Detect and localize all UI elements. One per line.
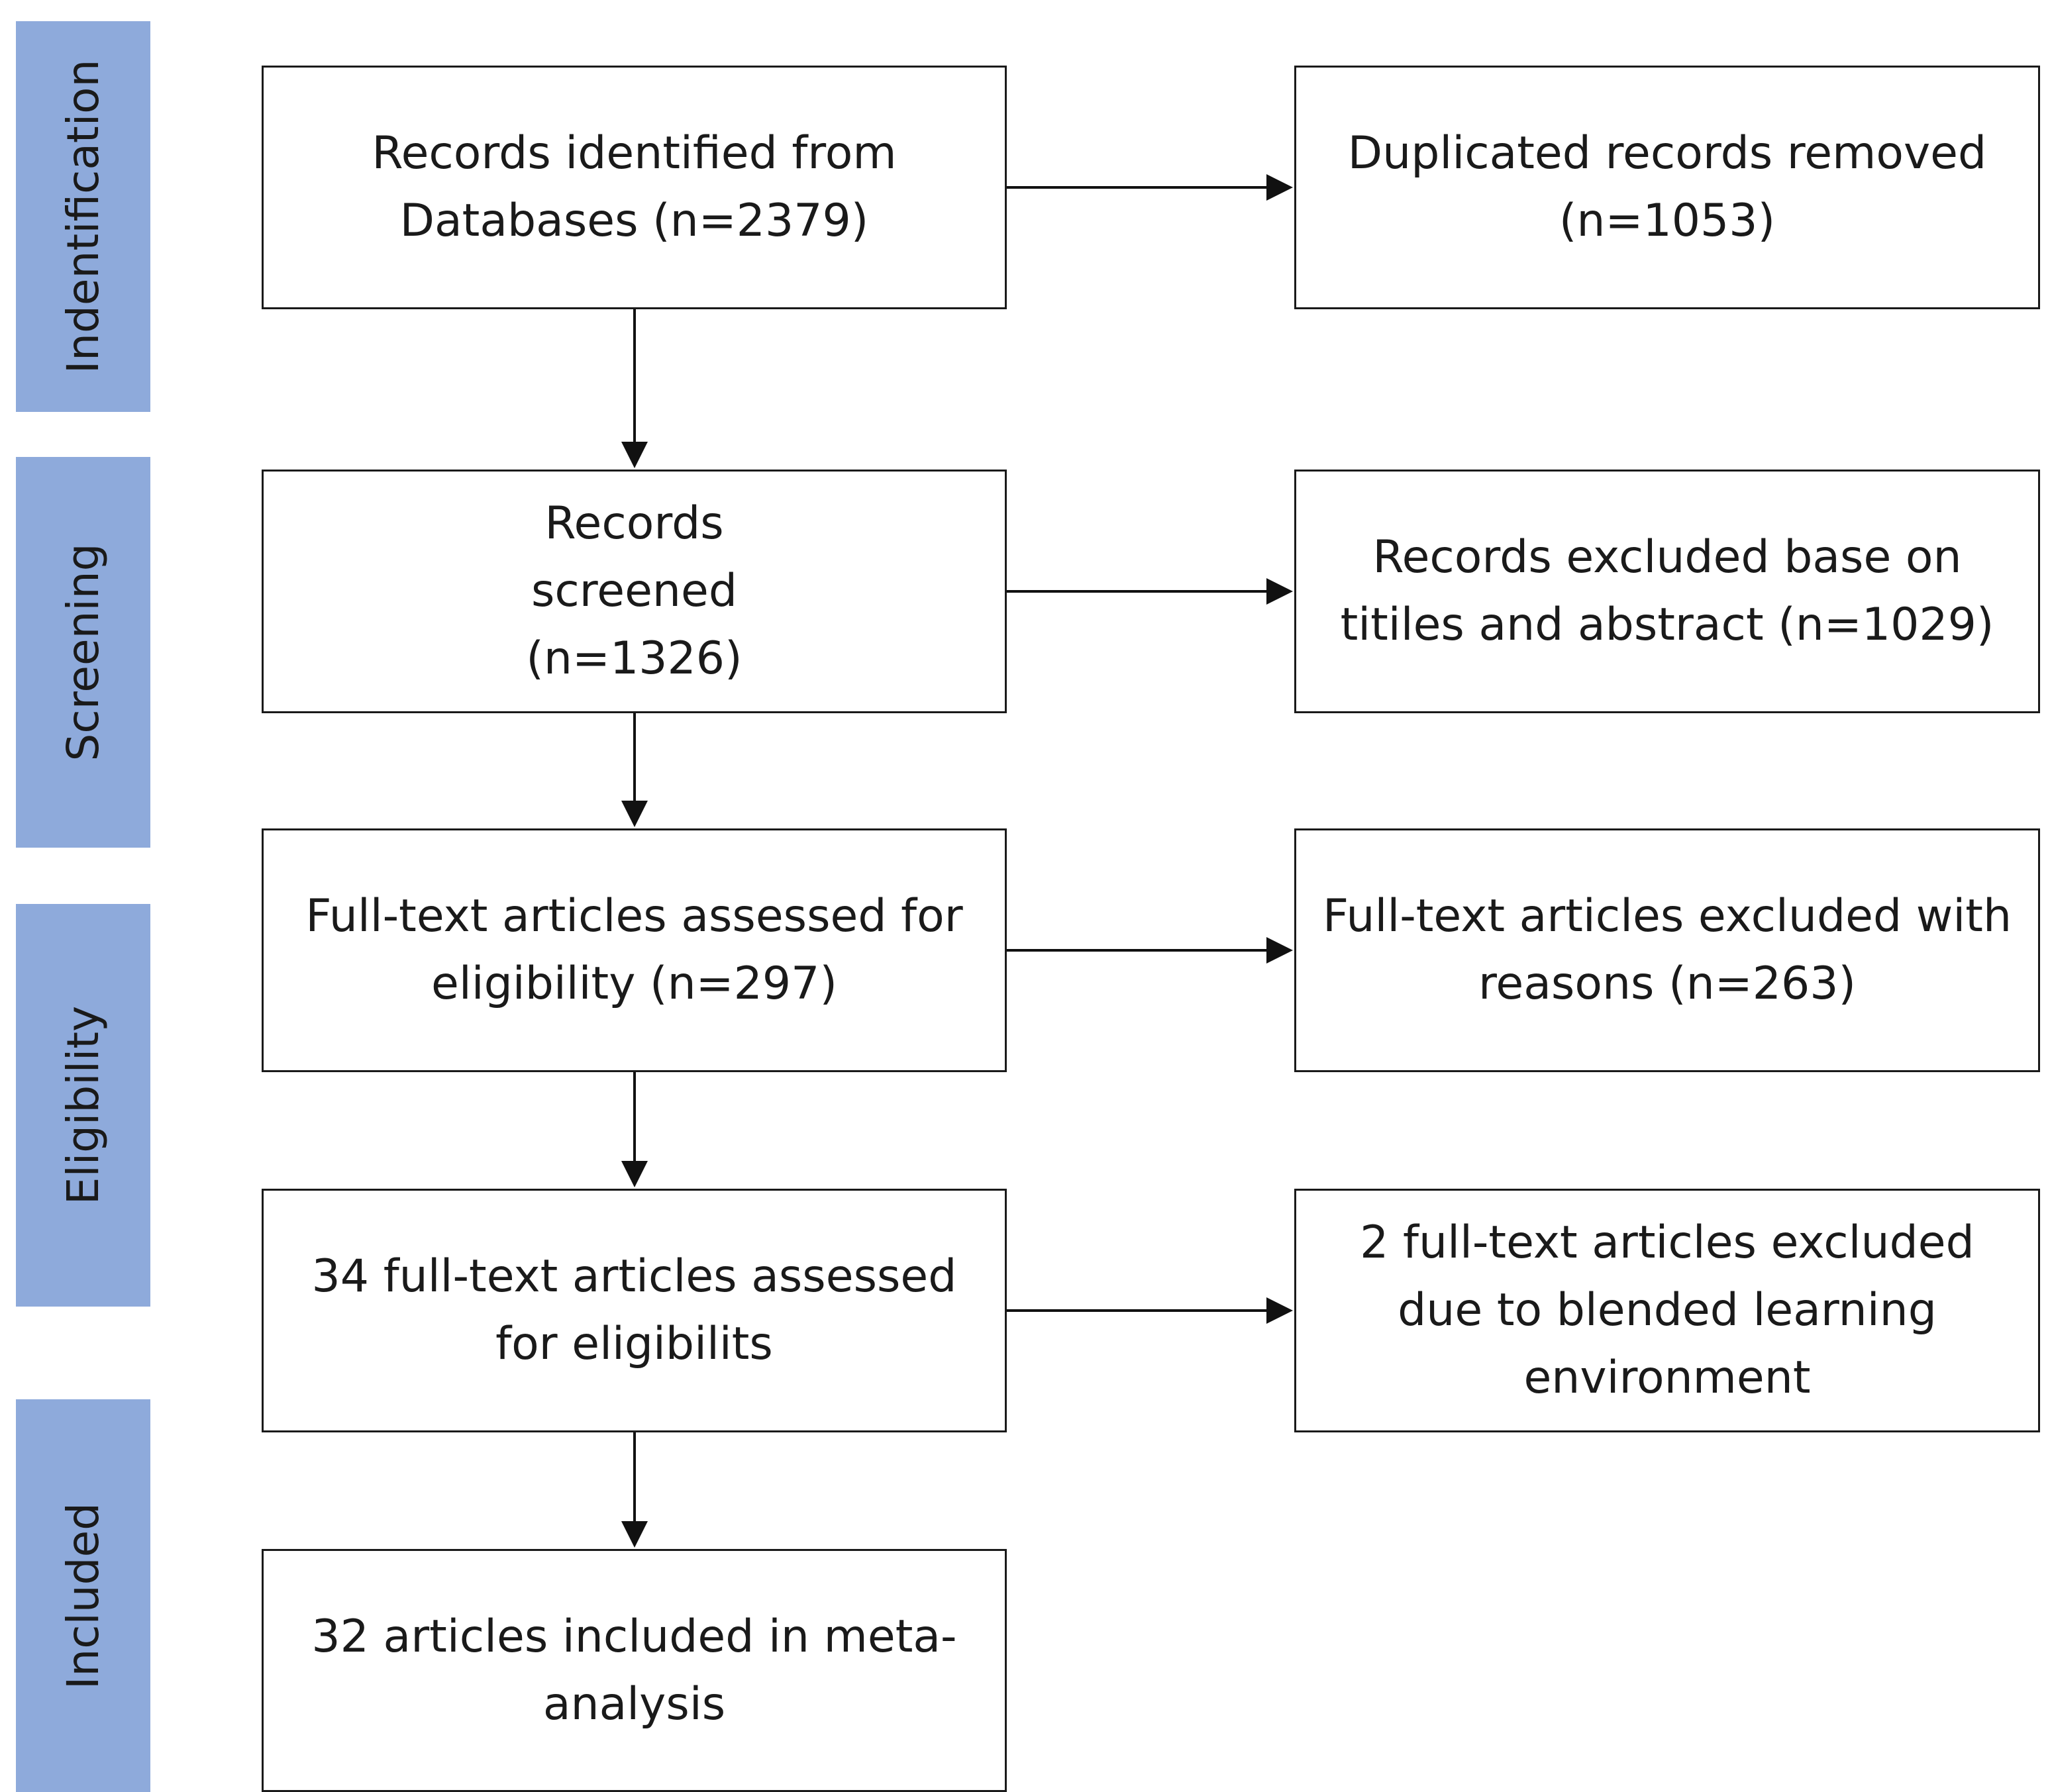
stage-screening-label: Screening bbox=[57, 543, 109, 762]
box-fulltext-assessed: Full-text articles assessed for eligibil… bbox=[262, 828, 1007, 1072]
box-fulltext-excluded-text: Full-text articles excluded with reasons… bbox=[1322, 890, 2012, 1010]
stage-included-label: Included bbox=[57, 1502, 109, 1689]
stage-eligibility-label: Eligibility bbox=[57, 1005, 109, 1205]
stage-identification-label: Indentification bbox=[57, 59, 109, 374]
box-34-articles-assessed-text: 34 full-text articles assessed for eligi… bbox=[311, 1250, 957, 1370]
box-records-identified: Records identified from Databases (n=237… bbox=[262, 66, 1007, 309]
box-records-excluded-text: Records excluded base on titiles and abs… bbox=[1340, 531, 1994, 651]
stage-screening: Screening bbox=[16, 457, 150, 848]
box-34-articles-assessed: 34 full-text articles assessed for eligi… bbox=[262, 1189, 1007, 1432]
box-articles-included: 32 articles included in meta-analysis bbox=[262, 1549, 1007, 1792]
box-fulltext-excluded: Full-text articles excluded with reasons… bbox=[1294, 828, 2040, 1072]
stage-included: Included bbox=[16, 1399, 150, 1792]
box-fulltext-assessed-text: Full-text articles assessed for eligibil… bbox=[305, 890, 963, 1010]
stage-eligibility: Eligibility bbox=[16, 904, 150, 1307]
box-blended-excluded: 2 full-text articles excluded due to ble… bbox=[1294, 1189, 2040, 1432]
stage-identification: Indentification bbox=[16, 21, 150, 412]
box-articles-included-text: 32 articles included in meta-analysis bbox=[311, 1610, 957, 1730]
box-records-excluded: Records excluded base on titiles and abs… bbox=[1294, 470, 2040, 713]
box-duplicates-removed: Duplicated records removed (n=1053) bbox=[1294, 66, 2040, 309]
box-records-screened-text: Records screened (n=1326) bbox=[526, 497, 743, 685]
box-records-screened: Records screened (n=1326) bbox=[262, 470, 1007, 713]
box-duplicates-removed-text: Duplicated records removed (n=1053) bbox=[1347, 127, 1987, 247]
box-records-identified-text: Records identified from Databases (n=237… bbox=[372, 127, 897, 247]
box-blended-excluded-text: 2 full-text articles excluded due to ble… bbox=[1360, 1217, 1974, 1404]
